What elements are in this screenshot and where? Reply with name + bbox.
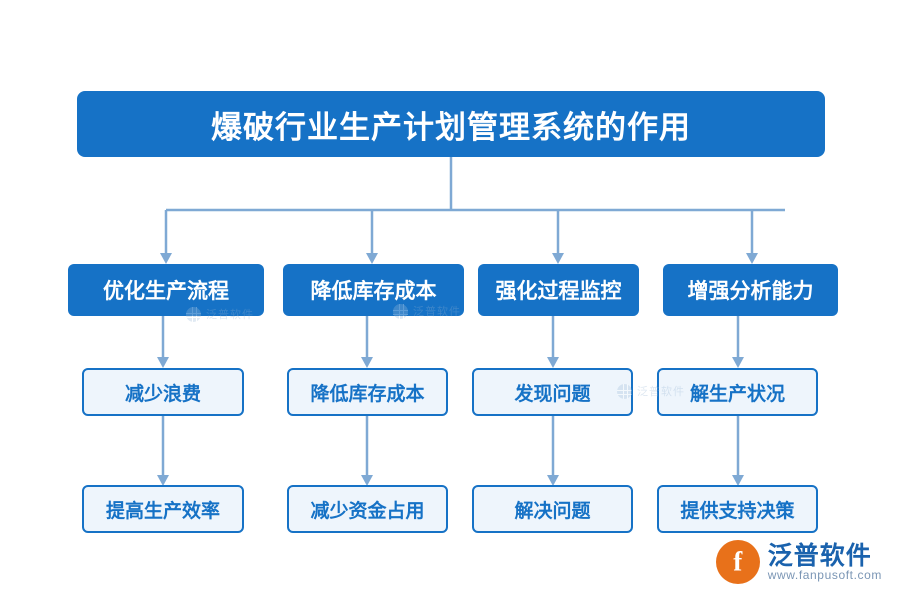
level2-label-4: 解生产状况 [689, 383, 785, 405]
level3-box-3[interactable]: 解决问题 [472, 485, 633, 533]
level3-label-1: 提高生产效率 [105, 500, 220, 522]
brand-name-cn: 泛普软件 [767, 541, 872, 570]
level3-box-2[interactable]: 减少资金占用 [287, 485, 448, 533]
level1-label-3: 强化过程监控 [495, 280, 622, 303]
level2-box-2[interactable]: 降低库存成本 [287, 368, 448, 416]
level1-box-2[interactable]: 降低库存成本 [283, 264, 464, 316]
level1-box-4[interactable]: 增强分析能力 [663, 264, 838, 316]
brand-mark-glyph: f [733, 546, 743, 577]
level1-box-1[interactable]: 优化生产流程 [68, 264, 264, 316]
diagram-title-box: 爆破行业生产计划管理系统的作用 [77, 91, 825, 157]
level2-label-2: 降低库存成本 [310, 383, 425, 405]
level1-label-4: 增强分析能力 [687, 280, 814, 303]
level3-box-4[interactable]: 提供支持决策 [657, 485, 818, 533]
level2-label-3: 发现问题 [514, 383, 591, 405]
brand-name-en: www.fanpusoft.com [767, 567, 882, 582]
brand-text: 泛普软件 www.fanpusoft.com [767, 541, 882, 582]
brand-mark-icon: f [715, 540, 760, 584]
level1-box-3[interactable]: 强化过程监控 [478, 264, 639, 316]
level2-box-1[interactable]: 减少浪费 [82, 368, 244, 416]
brand-logo: f 泛普软件 www.fanpusoft.com [715, 540, 882, 584]
level3-label-2: 减少资金占用 [310, 500, 425, 522]
page-title: 爆破行业生产计划管理系统的作用 [211, 109, 691, 145]
level1-label-2: 降低库存成本 [310, 280, 437, 303]
level2-box-3[interactable]: 发现问题 [472, 368, 633, 416]
level3-label-4: 提供支持决策 [680, 500, 795, 522]
level2-label-1: 减少浪费 [124, 383, 201, 405]
level3-box-1[interactable]: 提高生产效率 [82, 485, 244, 533]
level2-box-4[interactable]: 解生产状况 [657, 368, 818, 416]
level1-label-1: 优化生产流程 [103, 280, 229, 303]
level3-label-3: 解决问题 [514, 500, 591, 522]
